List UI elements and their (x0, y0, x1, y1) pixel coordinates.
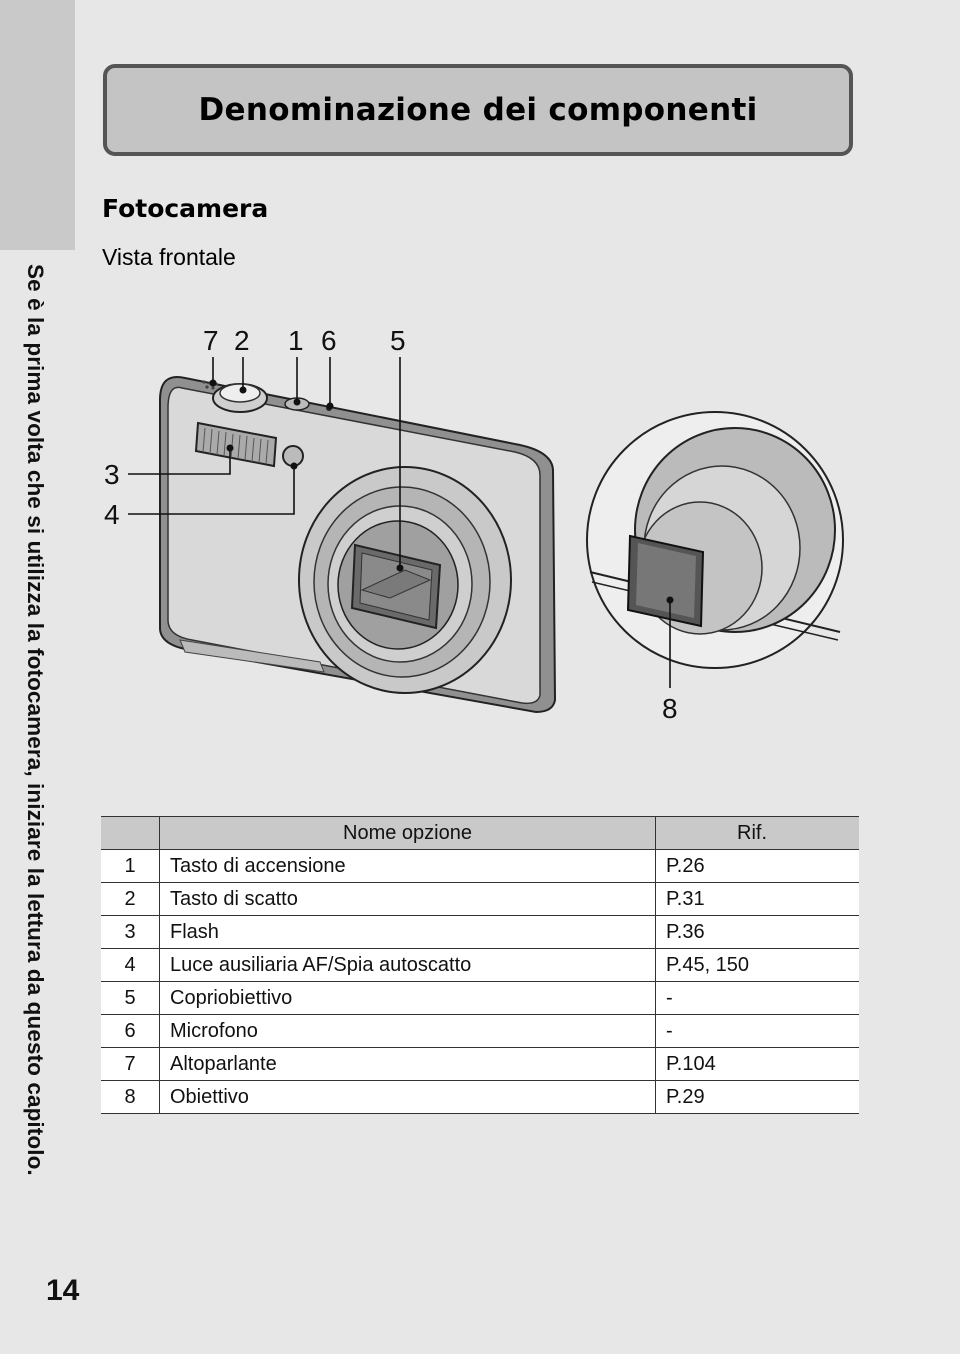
table-header-row: Nome opzione Rif. (101, 816, 859, 850)
row-name: Altoparlante (159, 1047, 656, 1081)
row-name: Obiettivo (159, 1080, 656, 1114)
table-row: 4 Luce ausiliaria AF/Spia autoscatto P.4… (101, 948, 859, 982)
row-ref: P.31 (655, 882, 859, 916)
header-name: Nome opzione (159, 816, 656, 850)
table-row: 5 Copriobiettivo - (101, 981, 859, 1015)
header-number (101, 816, 160, 850)
table-row: 7 Altoparlante P.104 (101, 1047, 859, 1081)
chapter-intro-text: Se è la prima volta che si utilizza la f… (23, 264, 48, 1176)
row-ref: P.45, 150 (655, 948, 859, 982)
callout-6: 6 (321, 325, 337, 356)
row-number: 6 (101, 1014, 160, 1048)
chapter-tab (0, 0, 75, 250)
callout-8: 8 (662, 693, 678, 724)
row-name: Tasto di scatto (159, 882, 656, 916)
row-number: 3 (101, 915, 160, 949)
row-name: Tasto di accensione (159, 849, 656, 883)
row-ref: - (655, 1014, 859, 1048)
row-number: 1 (101, 849, 160, 883)
row-name: Copriobiettivo (159, 981, 656, 1015)
table-row: 1 Tasto di accensione P.26 (101, 849, 859, 883)
row-name: Flash (159, 915, 656, 949)
row-number: 5 (101, 981, 160, 1015)
row-number: 2 (101, 882, 160, 916)
callout-2: 2 (234, 325, 250, 356)
flash (194, 421, 278, 468)
row-ref: P.104 (655, 1047, 859, 1081)
row-ref: P.26 (655, 849, 859, 883)
lens-barrel (298, 466, 512, 694)
parts-table: Nome opzione Rif. 1 Tasto di accensione … (101, 816, 859, 1114)
callout-5: 5 (390, 325, 406, 356)
callout-3: 3 (104, 459, 120, 490)
leader-lines (128, 357, 671, 688)
subsection-title: Vista frontale (102, 244, 236, 270)
row-ref: P.29 (655, 1080, 859, 1114)
row-number: 4 (101, 948, 160, 982)
lens-detail-zoom (586, 411, 844, 669)
table-row: 6 Microfono - (101, 1014, 859, 1048)
table-row: 8 Obiettivo P.29 (101, 1080, 859, 1114)
section-title: Fotocamera (102, 194, 269, 223)
callout-4: 4 (104, 499, 120, 530)
callout-7: 7 (203, 325, 219, 356)
callout-1: 1 (288, 325, 304, 356)
page-title: Denominazione dei componenti (198, 92, 758, 128)
header-ref: Rif. (655, 816, 859, 850)
page-number: 14 (46, 1274, 80, 1307)
row-name: Luce ausiliaria AF/Spia autoscatto (159, 948, 656, 982)
row-number: 8 (101, 1080, 160, 1114)
chapter-title-box: Denominazione dei componenti (103, 64, 853, 156)
table-row: 2 Tasto di scatto P.31 (101, 882, 859, 916)
row-number: 7 (101, 1047, 160, 1081)
row-ref: P.36 (655, 915, 859, 949)
row-ref: - (655, 981, 859, 1015)
camera-front-view-illustration: 7 2 1 6 5 3 4 8 (104, 325, 844, 724)
table-row: 3 Flash P.36 (101, 915, 859, 949)
row-name: Microfono (159, 1014, 656, 1048)
